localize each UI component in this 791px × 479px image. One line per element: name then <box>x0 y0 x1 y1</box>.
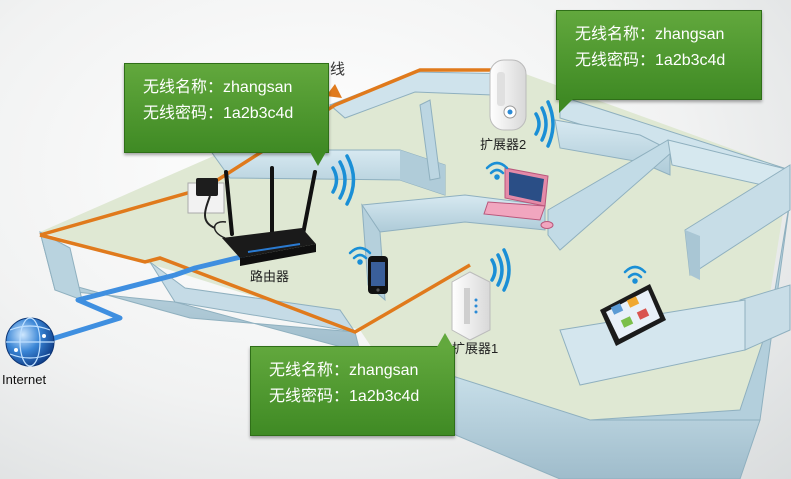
ssid-value: zhangsan <box>655 26 725 43</box>
callout-pointer <box>437 333 453 347</box>
password-row: 无线密码：1a2b3c4d <box>269 384 436 410</box>
laptop-icon <box>483 167 554 229</box>
router-icon <box>213 166 317 266</box>
extender-icon <box>489 59 527 131</box>
wifi-signal-icon <box>331 154 356 206</box>
wire-arrow <box>326 84 342 98</box>
wifi-signal-icon <box>490 248 511 292</box>
extender1-label: 扩展器1 <box>452 341 499 356</box>
wifi-signal-icon <box>534 100 555 148</box>
wall-socket-icon <box>187 178 225 229</box>
wifi-signal-icon <box>348 246 372 265</box>
ssid-label: 无线名称： <box>575 26 656 43</box>
password-label: 无线密码： <box>143 105 224 122</box>
internet-label: Internet <box>2 372 47 387</box>
wifi-signal-icon <box>485 161 509 180</box>
globe-icon <box>5 317 55 367</box>
ssid-row: 无线名称：zhangsan <box>575 22 743 48</box>
ssid-value: zhangsan <box>223 79 293 96</box>
password-value: 1a2b3c4d <box>349 388 420 405</box>
extender2-wifi-callout: 无线名称：zhangsan 无线密码：1a2b3c4d <box>556 10 762 113</box>
tablet-icon <box>600 284 666 346</box>
ssid-label: 无线名称： <box>269 362 350 379</box>
password-row: 无线密码：1a2b3c4d <box>143 101 310 127</box>
ssid-value: zhangsan <box>349 362 419 379</box>
router-wifi-callout: 无线名称：zhangsan 无线密码：1a2b3c4d <box>124 63 329 166</box>
extender2-label: 扩展器2 <box>480 137 527 152</box>
wired-label-fragment: 线 <box>330 61 346 78</box>
callout-pointer <box>310 152 326 166</box>
extender1-wifi-callout: 无线名称：zhangsan 无线密码：1a2b3c4d <box>250 333 455 436</box>
internet-cable <box>41 253 246 345</box>
password-row: 无线密码：1a2b3c4d <box>575 48 743 74</box>
ssid-row: 无线名称：zhangsan <box>269 358 436 384</box>
ssid-label: 无线名称： <box>143 79 224 96</box>
wired-boundary-line <box>39 233 471 334</box>
password-value: 1a2b3c4d <box>223 105 294 122</box>
outer-walls <box>39 71 791 479</box>
router-label: 路由器 <box>250 269 290 284</box>
wifi-signal-icon <box>623 265 647 284</box>
password-label: 无线密码： <box>269 388 350 405</box>
ssid-row: 无线名称：zhangsan <box>143 75 310 101</box>
wired-boundary-line-top <box>39 68 500 237</box>
password-value: 1a2b3c4d <box>655 52 726 69</box>
extender-icon <box>451 271 491 341</box>
phone-icon <box>368 256 388 294</box>
callout-pointer <box>559 99 573 113</box>
password-label: 无线密码： <box>575 52 656 69</box>
